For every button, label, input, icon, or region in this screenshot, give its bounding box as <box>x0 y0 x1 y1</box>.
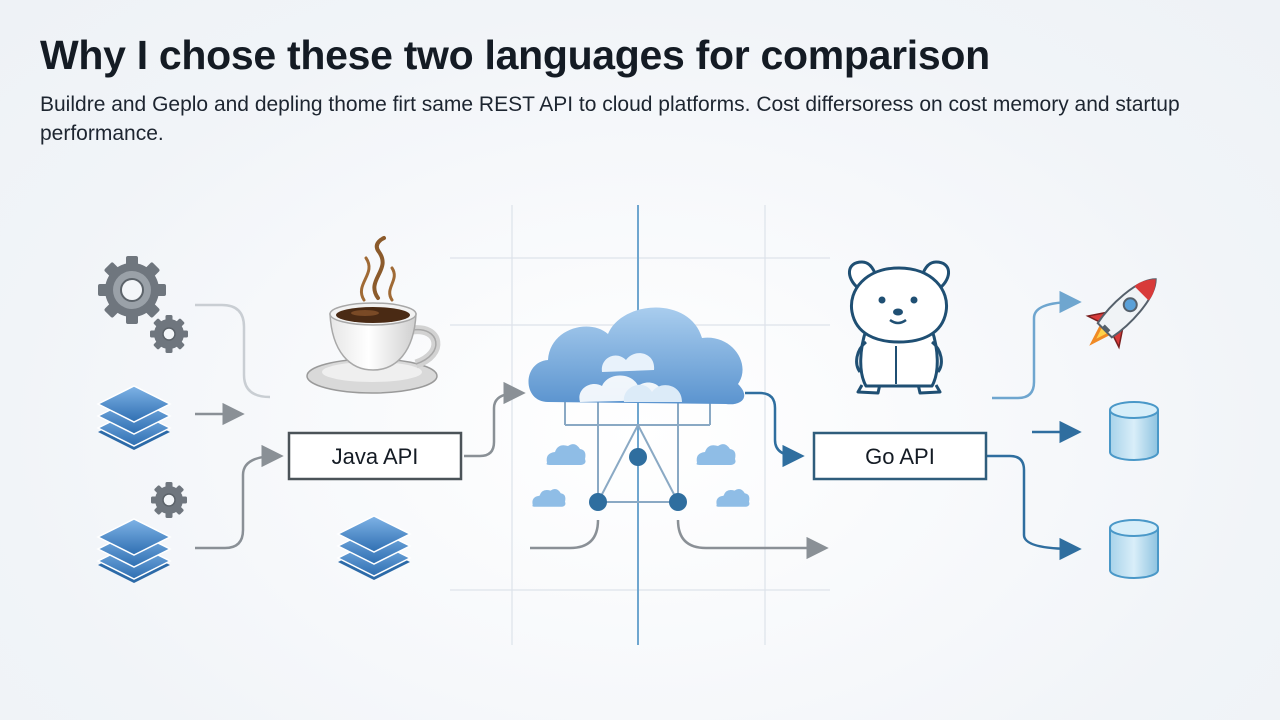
java-api-box: Java API <box>287 431 463 481</box>
database-cylinder-icon-1 <box>1109 401 1159 461</box>
rocket-icon <box>1085 278 1157 350</box>
network-nodes <box>589 448 687 511</box>
gear-icon-tiny <box>151 482 187 518</box>
left-connectors <box>195 303 526 550</box>
go-connectors <box>745 290 1082 561</box>
layers-stack-icon-left-bottom <box>97 518 171 584</box>
layers-stack-icon-left-top <box>97 385 171 451</box>
gear-icon-large <box>98 256 166 324</box>
cloud-icon-small-4 <box>716 489 750 507</box>
layers-stack-icon-center <box>337 515 411 581</box>
coffee-cup-icon <box>306 236 441 394</box>
gopher-mascot-icon <box>848 260 950 395</box>
go-api-label: Go API <box>865 444 935 469</box>
cloud-icon-small-1 <box>546 444 586 465</box>
cloud-icon <box>528 307 745 405</box>
cloud-icon-small-3 <box>532 489 566 507</box>
cloud-icon-small-2 <box>696 444 736 465</box>
gear-icon-small <box>150 315 188 353</box>
slide-title: Why I chose these two languages for comp… <box>40 32 990 78</box>
slide-subtitle: Buildre and Geplo and depling thome firt… <box>40 93 1180 145</box>
cloud-network <box>530 400 829 560</box>
go-api-box: Go API <box>812 431 988 481</box>
database-cylinder-icon-2 <box>1109 519 1159 579</box>
java-api-label: Java API <box>332 444 419 469</box>
